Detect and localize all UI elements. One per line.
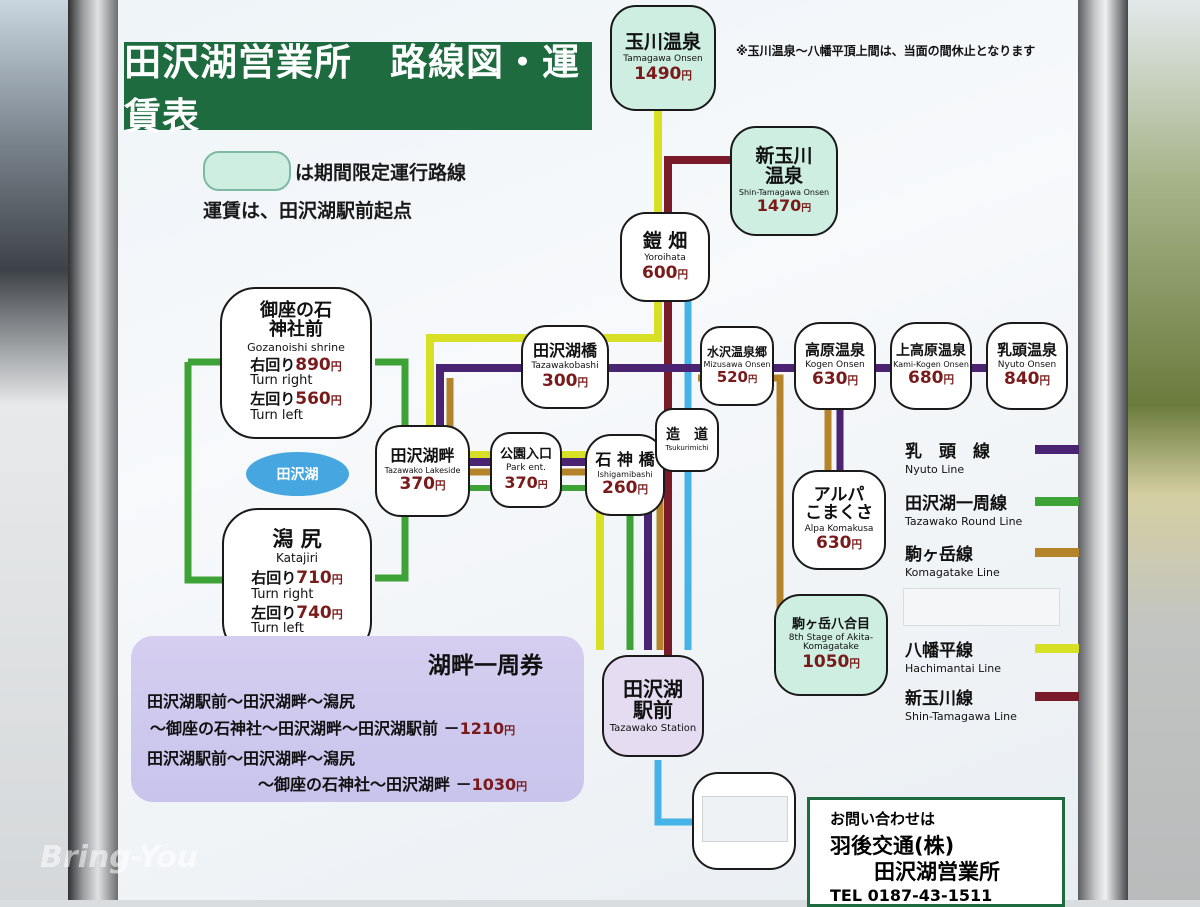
ticket-route-1: ～御座の石神社～田沢湖畔～田沢湖駅前 －1210円: [150, 719, 516, 738]
covered-stop: [692, 772, 796, 870]
fare-basis-note: 運賃は、田沢湖駅前起点: [203, 200, 413, 222]
stop-tazawako-station: 田沢湖 駅前 Tazawako Station: [602, 655, 704, 757]
legend-round-line: 田沢湖一周線 Tazawako Round Line: [905, 489, 1079, 528]
line-shintamagawa: [664, 156, 738, 680]
background-left: [0, 0, 70, 900]
watermark: Bring-You: [40, 840, 199, 875]
stop-kogen-onsen: 高原温泉 Kogen Onsen 630円: [794, 322, 876, 410]
legend-shin-tamagawa-line: 新玉川線 Shin-Tamagawa Line: [905, 684, 1079, 723]
map-title: 田沢湖営業所 路線図・運賃表: [124, 41, 592, 138]
ticket-route-2a: 田沢湖駅前～田沢湖畔～潟尻: [147, 749, 356, 768]
ticket-route-2: ～御座の石神社～田沢湖畔 －1030円: [258, 775, 528, 794]
legend-swatch-komagatake: [1035, 548, 1079, 557]
round-ticket-panel: [131, 636, 584, 802]
ticket-route-1a: 田沢湖駅前～田沢湖畔～潟尻: [147, 692, 356, 711]
stop-tazawakobashi: 田沢湖橋 Tazawakobashi 300円: [521, 325, 609, 409]
stop-katajiri: 潟 尻 Katajiri 右回り710円 Turn right 左回り740円 …: [222, 508, 372, 658]
seasonal-route-swatch: [203, 151, 291, 191]
stop-gozanoishi-shrine: 御座の石 神社前 Gozanoishi shrine 右回り890円 Turn …: [220, 287, 372, 439]
stop-tsukurimichi: 造 道 Tsukurimichi: [655, 408, 719, 472]
stop-ishigamibashi: 石 神 橋 Ishigamibashi 260円: [585, 434, 665, 516]
stop-yoroihata: 鎧 畑 Yoroihata 600円: [620, 212, 710, 302]
lake-label: 田沢湖: [246, 452, 349, 496]
legend-hachimantai-line: 八幡平線 Hachimantai Line: [905, 636, 1079, 675]
stop-mizusawa-onsen: 水沢温泉郷 Mizusawa Onsen 520円: [700, 326, 774, 406]
stop-tazawako-lakeside: 田沢湖畔 Tazawako Lakeside 370円: [375, 425, 470, 517]
seasonal-legend-text: は期間限定運行路線: [295, 162, 467, 184]
stop-park-entrance: 公園入口 Park ent. 370円: [490, 432, 562, 508]
stop-alpa-komakusa: アルパ こまくさ Alpa Komakusa 630円: [792, 470, 886, 570]
legend-swatch-round: [1035, 497, 1079, 506]
contact-box: お問い合わせは 羽後交通(株) 田沢湖営業所 TEL 0187-43-1511: [807, 797, 1065, 907]
stop-kami-kogen-onsen: 上高原温泉 Kami-Kogen Onsen 680円: [890, 322, 972, 410]
covered-legend-entry: [903, 588, 1060, 626]
background-right: [1125, 0, 1200, 900]
stop-komagatake-8th-stage: 駒ヶ岳八合目 8th Stage of Akita- Komagatake 10…: [774, 594, 888, 696]
round-ticket-title: 湖畔一周券: [428, 653, 543, 679]
sign-frame-right: [1078, 0, 1128, 900]
legend-swatch-hachimantai: [1035, 644, 1079, 653]
line-round: [184, 358, 634, 650]
sign-frame-left: [68, 0, 118, 900]
stop-nyuto-onsen: 乳頭温泉 Nyuto Onsen 840円: [986, 322, 1068, 410]
suspension-note: ※玉川温泉～八幡平頂上間は、当面の間休止となります: [736, 44, 1036, 58]
line-lightblue: [654, 300, 698, 826]
stop-tamagawa-onsen: 玉川温泉 Tamagawa Onsen 1490円: [610, 5, 716, 111]
legend-swatch-nyuto: [1035, 445, 1079, 454]
legend-swatch-shin-tamagawa: [1035, 692, 1079, 701]
legend-komagatake-line: 駒ヶ岳線 Komagatake Line: [905, 540, 1079, 579]
stop-shin-tamagawa-onsen: 新玉川 温泉 Shin-Tamagawa Onsen 1470円: [730, 126, 838, 236]
legend-nyuto-line: 乳 頭 線 Nyuto Line: [905, 437, 1079, 476]
